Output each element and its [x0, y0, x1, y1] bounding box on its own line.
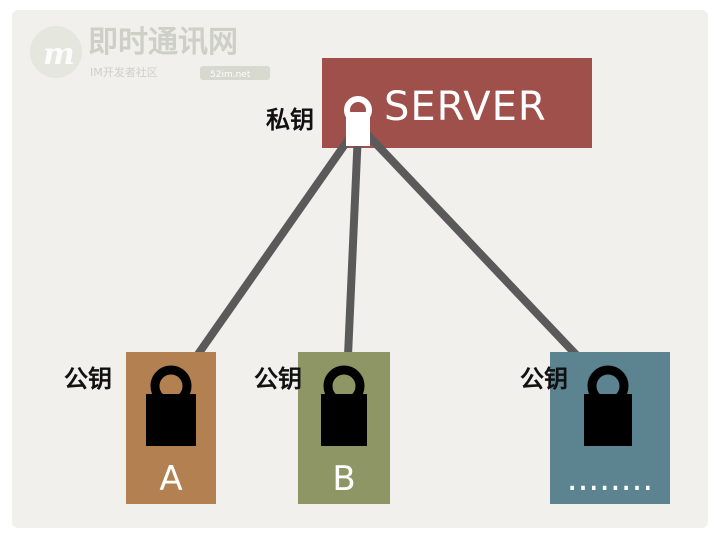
client-node-more: ........ 公钥 — [520, 352, 670, 504]
client-node-a: A 公钥 — [64, 352, 216, 504]
lock-icon — [321, 365, 367, 446]
connection-line-b — [343, 128, 362, 382]
lock-body — [146, 394, 196, 446]
client-node-b: B 公钥 — [254, 352, 390, 504]
public-key-label-more: 公钥 — [520, 365, 568, 393]
server-label: SERVER — [384, 84, 547, 130]
client-label-b: B — [332, 459, 355, 499]
watermark-logo: m 即时通讯网 IM开发者社区 52im.net — [30, 25, 270, 80]
server-lock-body — [346, 112, 370, 146]
logo-circle-icon — [30, 26, 82, 78]
client-label-a: A — [159, 459, 182, 499]
lock-icon — [584, 365, 632, 446]
watermark-brand: 即时通讯网 — [88, 25, 238, 60]
public-key-label-a: 公钥 — [64, 365, 112, 393]
watermark-badge-text: 52im.net — [210, 70, 251, 80]
connection-line-a — [176, 126, 359, 384]
lock-body — [584, 394, 632, 446]
watermark-badge — [200, 66, 270, 80]
watermark-tagline: IM开发者社区 — [90, 65, 158, 79]
lock-body — [321, 394, 367, 446]
connection-line-c — [359, 126, 606, 386]
logo-m-icon: m — [43, 37, 75, 72]
server-lock-icon — [344, 96, 372, 146]
server-key-label: 私钥 — [266, 106, 314, 134]
public-key-label-b: 公钥 — [254, 365, 302, 393]
client-label-more: ........ — [567, 459, 653, 499]
connections — [176, 126, 606, 386]
lock-icon — [146, 365, 196, 446]
